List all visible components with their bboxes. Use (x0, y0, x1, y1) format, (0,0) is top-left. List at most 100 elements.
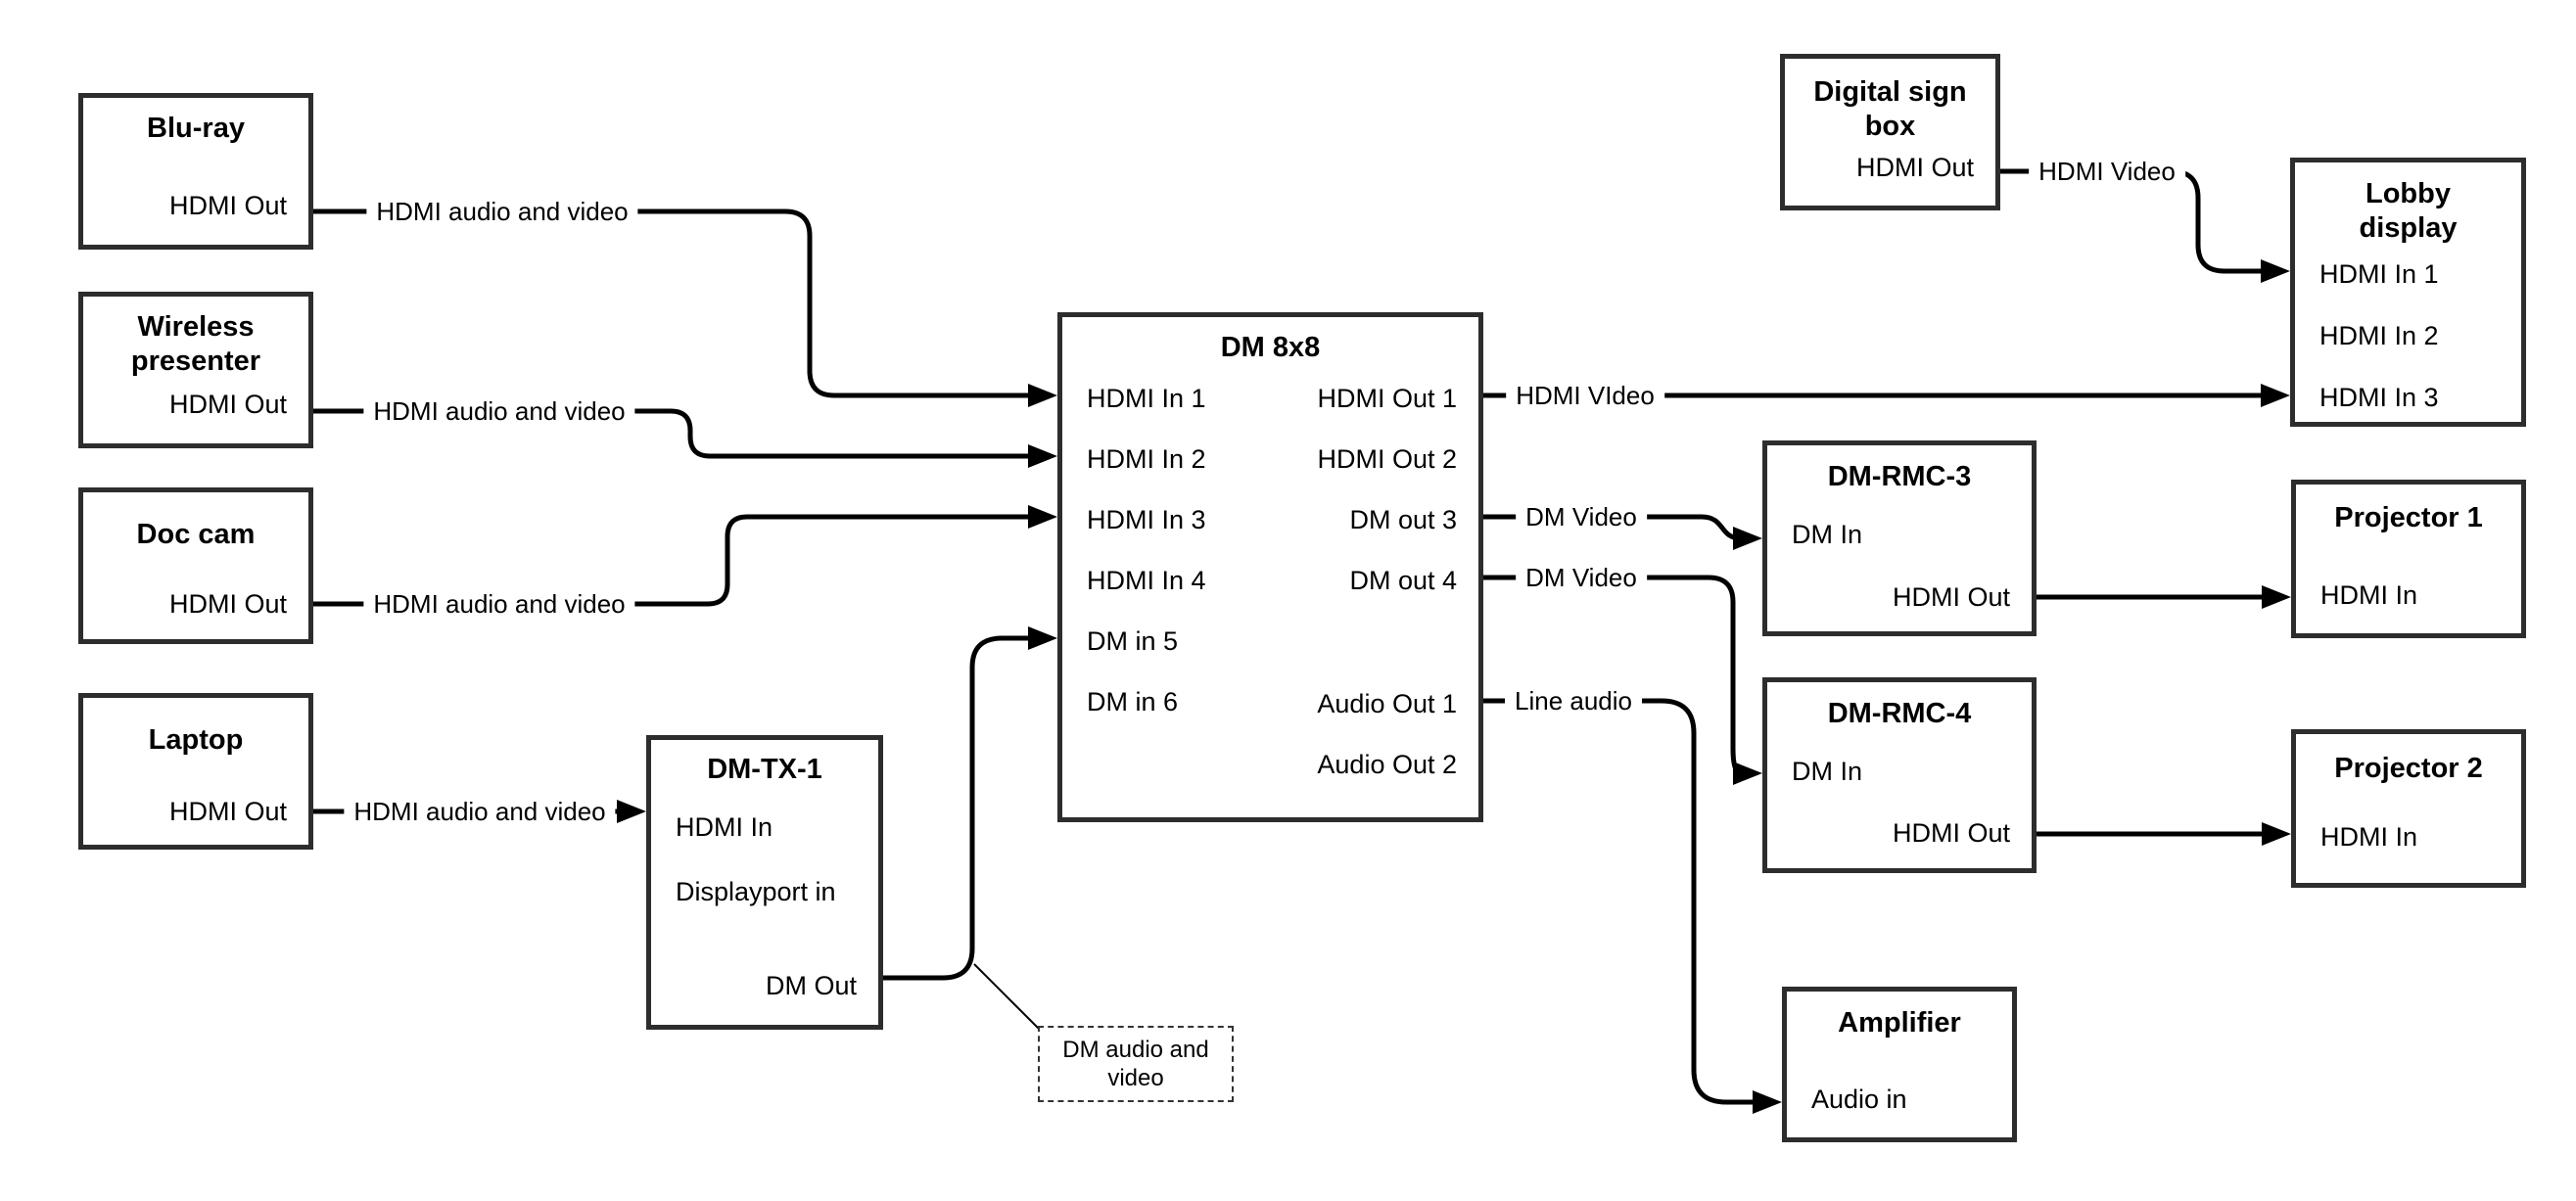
port-dm-in: DM In (1792, 520, 1863, 549)
edge-dmtx1-to-dm8x8 (883, 635, 1034, 981)
node-title-text: Doc cam (136, 519, 256, 550)
node-digital-sign-box: Digital sign box HDMI Out (1780, 54, 2000, 210)
node-dm-tx-1: DM-TX-1 HDMI In Displayport in DM Out (646, 735, 883, 1030)
node-blu-ray: Blu-ray HDMI Out (78, 93, 313, 250)
edge-out4-to-rmc4 (1483, 575, 1742, 776)
node-title: Laptop (83, 723, 308, 758)
port-dm-in: DM In (1792, 757, 1863, 786)
edge-bluray-to-dm8x8 (313, 208, 1034, 398)
port-hdmi-in-1: HDMI In 1 (1087, 384, 1206, 413)
port-displayport-in: Displayport in (676, 877, 836, 906)
edge-wireless-to-dm8x8 (313, 408, 1034, 459)
node-title: Projector 1 (2296, 501, 2521, 535)
callout-text: DM audio and video (1062, 1037, 1209, 1091)
node-amplifier: Amplifier Audio in (1782, 987, 2017, 1142)
node-title: Doc cam (83, 518, 308, 552)
port-dm-in-5: DM in 5 (1087, 626, 1179, 656)
node-title-text: DM 8x8 (1220, 332, 1321, 363)
node-title-text: Digital sign box (1813, 76, 1967, 142)
arrow-into-rmc4 (1733, 762, 1762, 785)
port-hdmi-in-3: HDMI In 3 (1087, 505, 1206, 534)
edge-sign-to-lobby (2000, 168, 2269, 274)
port-hdmi-out: HDMI Out (168, 191, 287, 220)
node-title-text: DM-TX-1 (707, 754, 822, 785)
node-title-text: Laptop (148, 724, 244, 756)
arrow-into-lobby-in3 (2261, 384, 2290, 407)
port-hdmi-out: HDMI Out (1892, 582, 2010, 612)
node-title-text: Wireless presenter (130, 311, 261, 377)
port-dm-out-3: DM out 3 (1349, 505, 1457, 534)
edge-audio1-to-amp (1483, 698, 1760, 1105)
port-hdmi-in: HDMI In (2320, 580, 2418, 610)
node-title: Amplifier (1787, 1006, 2012, 1040)
port-hdmi-in: HDMI In (2320, 822, 2418, 852)
node-title-text: Projector 2 (2334, 753, 2483, 784)
port-hdmi-out: HDMI Out (1892, 818, 2010, 848)
arrow-into-rmc3 (1733, 527, 1762, 550)
port-hdmi-in-3: HDMI In 3 (2319, 383, 2439, 412)
node-title: DM-TX-1 (651, 753, 878, 787)
port-dm-out: DM Out (765, 971, 857, 1000)
node-dm-rmc-4: DM-RMC-4 DM In HDMI Out (1762, 677, 2037, 873)
port-hdmi-out-1: HDMI Out 1 (1317, 384, 1457, 413)
port-audio-in: Audio in (1811, 1085, 1907, 1114)
arrow-into-hdmi-in-2 (1028, 444, 1057, 468)
node-title: Projector 2 (2296, 752, 2521, 786)
arrow-into-proj1 (2262, 585, 2291, 609)
node-projector-2: Projector 2 HDMI In (2291, 729, 2526, 888)
node-title: Digital sign box (1785, 75, 1995, 144)
edge-label-hdmi-video-sign: HDMI Video (2029, 157, 2185, 186)
arrow-into-hdmi-in-3 (1028, 505, 1057, 529)
callout-leader-line (973, 963, 1041, 1031)
node-projector-1: Projector 1 HDMI In (2291, 480, 2526, 638)
port-hdmi-out: HDMI Out (1855, 153, 1974, 182)
edge-label-bluray: HDMI audio and video (366, 197, 638, 226)
port-hdmi-in-1: HDMI In 1 (2319, 259, 2439, 289)
edge-label-laptop: HDMI audio and video (344, 797, 616, 826)
port-dm-out-4: DM out 4 (1349, 566, 1457, 595)
node-title: DM 8x8 (1062, 331, 1478, 365)
edge-doccam-to-dm8x8 (313, 514, 1034, 607)
node-title-text: Amplifier (1838, 1007, 1961, 1039)
node-title: DM-RMC-4 (1767, 697, 2032, 731)
arrowheads (617, 259, 2291, 1114)
edge-label-wireless: HDMI audio and video (363, 396, 635, 426)
port-hdmi-in-2: HDMI In 2 (2319, 321, 2439, 350)
edge-label-doccam: HDMI audio and video (363, 589, 635, 619)
node-dm-rmc-3: DM-RMC-3 DM In HDMI Out (1762, 440, 2037, 636)
node-laptop: Laptop HDMI Out (78, 693, 313, 850)
node-dm-8x8: DM 8x8 HDMI In 1 HDMI In 2 HDMI In 3 HDM… (1057, 312, 1483, 822)
node-lobby-display: Lobby display HDMI In 1 HDMI In 2 HDMI I… (2290, 158, 2526, 427)
callout-dm-audio-video: DM audio and video (1038, 1026, 1234, 1102)
node-title-text: DM-RMC-3 (1827, 461, 1972, 492)
arrow-into-dm-in-5 (1028, 626, 1057, 650)
port-audio-out-1: Audio Out 1 (1317, 689, 1457, 718)
port-hdmi-out: HDMI Out (168, 589, 287, 619)
node-title: Blu-ray (83, 112, 308, 146)
node-wireless-presenter: Wireless presenter HDMI Out (78, 292, 313, 448)
arrow-into-proj2 (2262, 822, 2291, 846)
port-hdmi-out: HDMI Out (168, 797, 287, 826)
node-title: DM-RMC-3 (1767, 460, 2032, 494)
port-hdmi-in-4: HDMI In 4 (1087, 566, 1206, 595)
port-dm-in-6: DM in 6 (1087, 687, 1179, 716)
port-hdmi-out: HDMI Out (168, 390, 287, 419)
edge-label-line-audio: Line audio (1505, 686, 1642, 716)
node-title-text: Blu-ray (147, 113, 245, 144)
node-title-text: Projector 1 (2334, 502, 2483, 533)
arrow-into-lobby-in1 (2261, 259, 2290, 283)
node-doc-cam: Doc cam HDMI Out (78, 487, 313, 644)
port-audio-out-2: Audio Out 2 (1317, 750, 1457, 779)
arrow-into-dmtx1 (617, 800, 646, 823)
edge-label-hdmi-video-out1: HDMI VIdeo (1506, 381, 1664, 410)
port-hdmi-out-2: HDMI Out 2 (1317, 444, 1457, 474)
node-title-text: Lobby display (2359, 178, 2458, 244)
edge-label-dm-video-out3: DM Video (1516, 502, 1647, 531)
node-title: Wireless presenter (83, 310, 308, 379)
node-title: Lobby display (2295, 177, 2521, 246)
arrow-into-amp (1753, 1090, 1782, 1114)
arrow-into-hdmi-in-1 (1028, 384, 1057, 407)
edge-label-dm-video-out4: DM Video (1516, 563, 1647, 592)
port-hdmi-in: HDMI In (676, 812, 773, 842)
